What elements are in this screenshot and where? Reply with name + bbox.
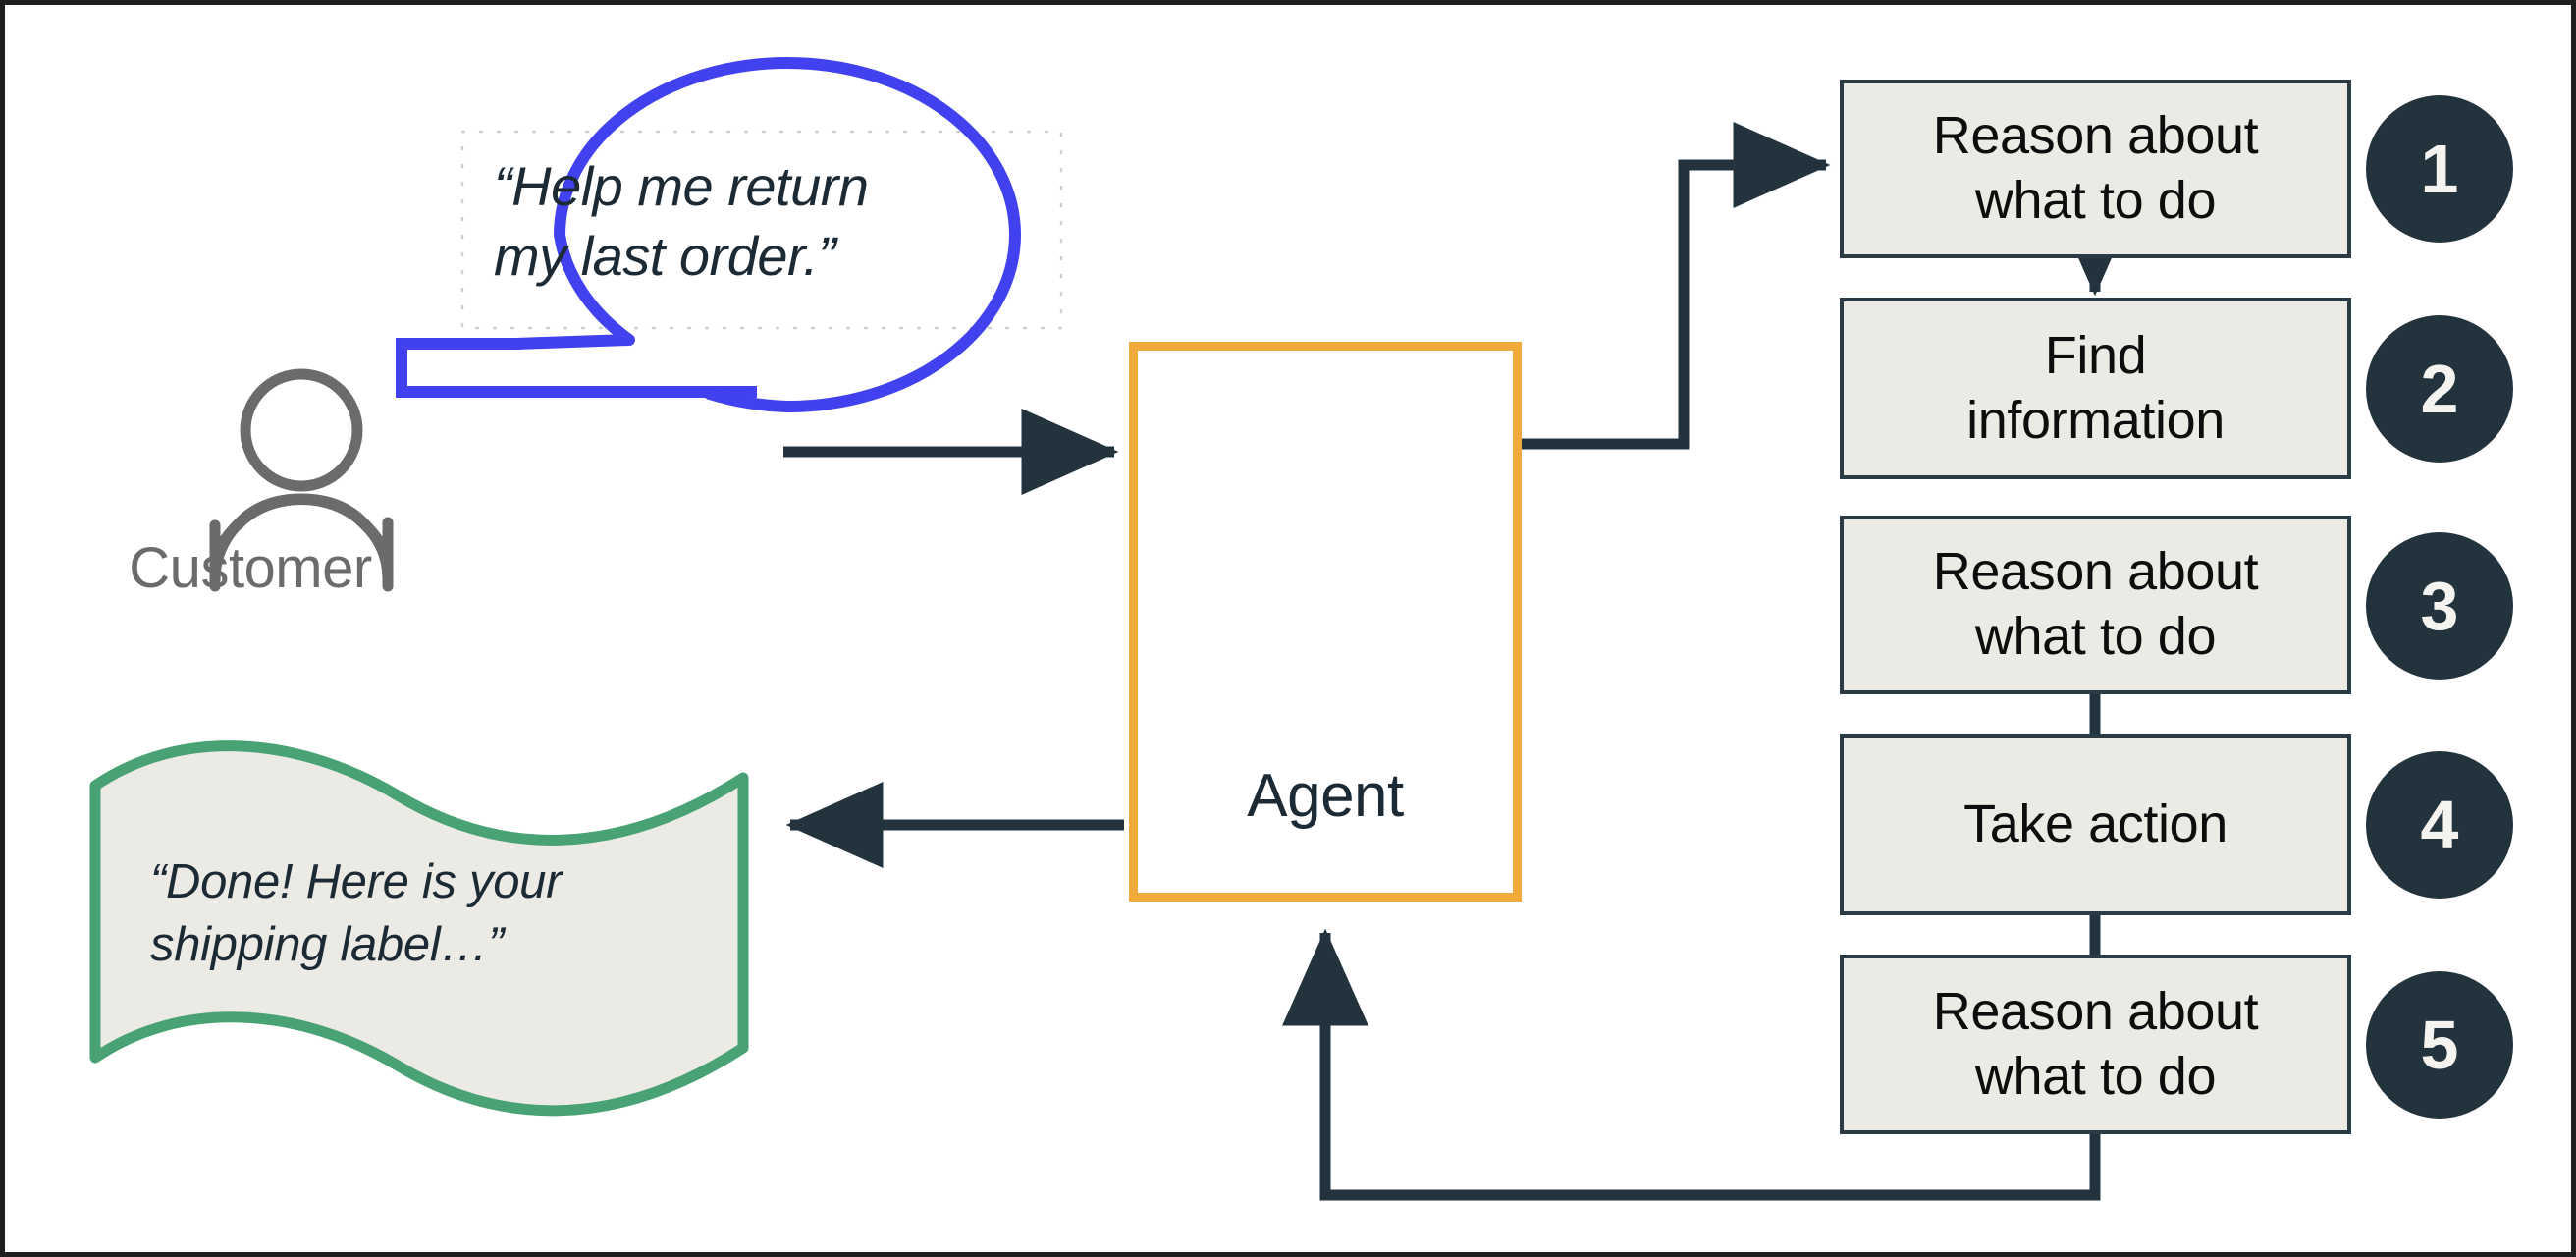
customer-request-line-2: my last order.” [494,224,836,287]
step-1-line-1: Reason about [1932,106,2259,166]
agent-response-line-2: shipping label…” [150,917,505,971]
customer-label: Customer [129,536,372,600]
agent-label: Agent [1247,762,1404,830]
step-badge-5-number: 5 [2420,1007,2459,1083]
step-4-line-1: Take action [1963,793,2227,853]
step-3-label: Reason about what to do [1932,540,2259,670]
step-4-label: Take action [1963,792,2227,857]
step-2-line-1: Find [2044,325,2147,385]
step-badge-3: 3 [2366,532,2513,680]
step-box-1[interactable]: Reason about what to do [1840,80,2351,258]
step-badge-4: 4 [2366,751,2513,899]
agent-box[interactable] [1129,342,1522,902]
step-badge-5: 5 [2366,971,2513,1119]
step-5-line-2: what to do [1974,1046,2217,1106]
connector-agent-to-step1 [1522,122,1831,450]
step-badge-4-number: 4 [2420,787,2459,863]
step-badge-1: 1 [2366,95,2513,243]
person-icon [209,368,394,592]
step-box-4[interactable]: Take action [1840,734,2351,915]
customer-request-text: “Help me return my last order.” [494,152,1063,291]
step-2-label: Find information [1966,324,2225,454]
response-flag [89,740,749,1117]
customer-request-line-1: “Help me return [494,155,869,217]
connector-step5-to-agent-feedback [1282,928,2101,1201]
agent-response-line-1: “Done! Here is your [150,855,563,908]
speech-bubble [396,57,1021,412]
step-box-5[interactable]: Reason about what to do [1840,955,2351,1134]
step-1-line-2: what to do [1974,171,2217,230]
agent-response-text: “Done! Here is your shipping label…” [150,851,700,976]
step-3-line-2: what to do [1974,607,2217,666]
step-badge-2: 2 [2366,315,2513,463]
bubble-text-guide [460,130,1063,330]
step-badge-2-number: 2 [2420,351,2459,427]
step-1-label: Reason about what to do [1932,104,2259,234]
step-badge-1-number: 1 [2420,131,2459,207]
step-5-line-1: Reason about [1932,981,2259,1041]
step-3-line-1: Reason about [1932,542,2259,602]
step-5-label: Reason about what to do [1932,980,2259,1110]
step-box-2[interactable]: Find information [1840,298,2351,479]
step-box-3[interactable]: Reason about what to do [1840,516,2351,694]
step-2-line-2: information [1966,390,2225,450]
step-badge-3-number: 3 [2420,568,2459,644]
